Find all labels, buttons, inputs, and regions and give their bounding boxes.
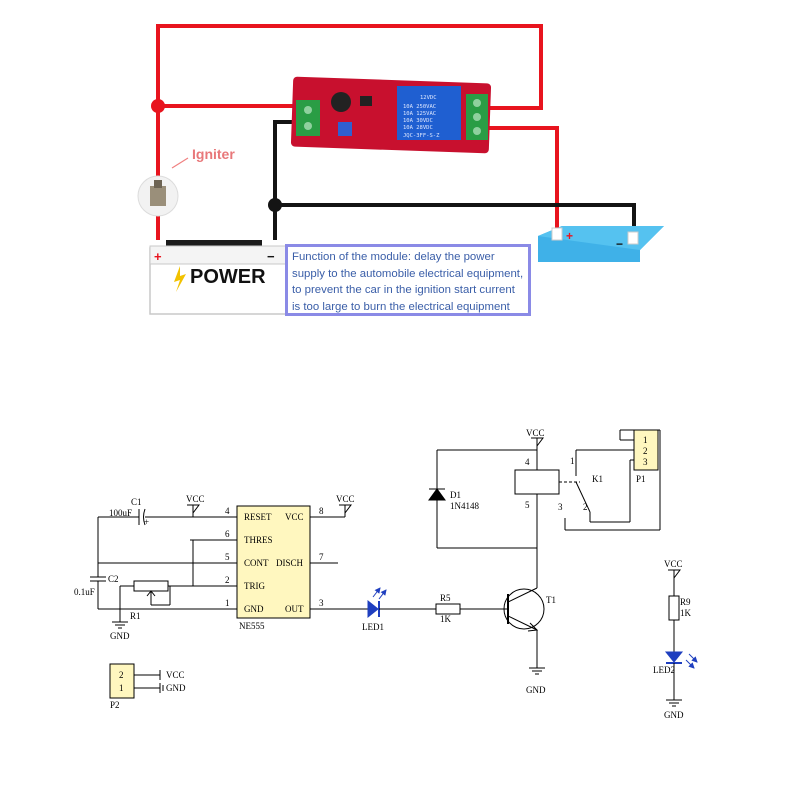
schematic-section xyxy=(90,429,698,707)
c1-ref: C1 xyxy=(131,497,142,507)
p2-connector xyxy=(109,663,135,699)
potentiometer xyxy=(338,122,352,136)
red-wires xyxy=(156,24,559,240)
relay-minus-sign: − xyxy=(616,237,623,251)
led2-label: LED2 xyxy=(653,665,675,675)
r5-ref: R5 xyxy=(440,593,451,603)
relay-text-1: 12VDC xyxy=(420,95,437,101)
ne555-num-3: 3 xyxy=(319,598,324,608)
ne555-num-2: 2 xyxy=(225,575,230,585)
timer-chip xyxy=(360,96,372,106)
battery-plus-sign: + xyxy=(154,249,162,264)
ne555-chip xyxy=(236,505,311,619)
gnd-label-2: GND xyxy=(526,685,546,695)
p1-pin-3: 3 xyxy=(643,457,648,467)
battery-label: POWER xyxy=(190,266,266,288)
ne555-name: NE555 xyxy=(239,621,265,631)
c1-value: 100uF xyxy=(109,508,132,518)
k1-pin-2: 2 xyxy=(583,502,588,512)
black-junction-dot xyxy=(268,198,282,212)
ne555-num-4: 4 xyxy=(225,506,230,516)
p2-vcc-label: VCC xyxy=(166,670,185,680)
relay-text-3: 10A 125VAC xyxy=(403,111,436,117)
p2-gnd-label: GND xyxy=(166,683,186,693)
vcc-label-4: VCC xyxy=(664,559,683,569)
ne555-pin-thres: THRES xyxy=(244,535,273,545)
relay-plus-sign: + xyxy=(566,229,573,243)
electrolytic-capacitor xyxy=(331,92,351,112)
lightning-icon xyxy=(174,266,186,292)
ne555-pin-out: OUT xyxy=(285,604,304,614)
led1-label: LED1 xyxy=(362,622,384,632)
delay-relay-module: 12VDC 10A 250VAC 10A 125VAC 10A 30VDC 10… xyxy=(290,76,492,154)
ne555-pin-disch: DISCH xyxy=(276,558,304,568)
ne555-num-7: 7 xyxy=(319,552,324,562)
battery-minus-sign: − xyxy=(267,249,275,264)
k1-pin-3: 3 xyxy=(558,502,563,512)
automobile-relay: + − Automobile relay xyxy=(538,226,664,277)
igniter-label: Igniter xyxy=(192,146,235,162)
vcc-label-1: VCC xyxy=(186,494,205,504)
battery: + − POWER xyxy=(149,240,287,315)
t1-label: T1 xyxy=(546,595,556,605)
relay-text-5: 10A 28VDC xyxy=(403,125,433,131)
relay-label: Automobile relay xyxy=(541,266,629,277)
k1-ref: K1 xyxy=(592,474,603,484)
p1-ref: P1 xyxy=(636,474,646,484)
ne555-num-5: 5 xyxy=(225,552,230,562)
c1-polarity: + xyxy=(144,517,149,527)
ne555-num-8: 8 xyxy=(319,506,324,516)
p2-ref: P2 xyxy=(110,700,120,710)
ne555-pin-trig: TRIG xyxy=(244,581,265,591)
ne555-pin-vcc: VCC xyxy=(285,512,304,522)
d1-ref: D1 xyxy=(450,490,461,500)
d1-value: 1N4148 xyxy=(450,501,479,511)
ne555-num-1: 1 xyxy=(225,598,230,608)
relay-text-4: 10A 30VDC xyxy=(403,118,433,124)
k1-pin-1: 1 xyxy=(570,456,575,466)
module-function-note: Function of the module: delay the power … xyxy=(285,244,531,316)
igniter: Igniter xyxy=(137,146,235,217)
red-junction-dot xyxy=(151,99,165,113)
r5-value: 1K xyxy=(440,614,452,624)
k1-pin-4: 4 xyxy=(525,457,530,467)
ne555-pin-gnd: GND xyxy=(244,604,264,614)
c2-value: 0.1uF xyxy=(74,587,95,597)
ne555-pin-cont: CONT xyxy=(244,558,269,568)
p1-pin-2: 2 xyxy=(643,446,648,456)
k1-pin-5: 5 xyxy=(525,500,530,510)
vcc-label-3: VCC xyxy=(526,428,545,438)
wiring-section: 12VDC 10A 250VAC 10A 125VAC 10A 30VDC 10… xyxy=(137,24,664,315)
relay-text-2: 10A 250VAC xyxy=(403,104,436,110)
relay-text-6: JQC-3FF-S-Z xyxy=(403,133,440,139)
input-terminal-block xyxy=(296,100,320,136)
p2-pin-2: 2 xyxy=(119,670,124,680)
r1-ref: R1 xyxy=(130,611,141,621)
r9-ref: R9 xyxy=(680,597,691,607)
gnd-label-3: GND xyxy=(664,710,684,720)
p2-pin-1: 1 xyxy=(119,683,124,693)
ne555-num-6: 6 xyxy=(225,529,230,539)
relay-cube xyxy=(397,86,461,140)
ne555-pin-reset: RESET xyxy=(244,512,272,522)
p1-pin-1: 1 xyxy=(643,435,648,445)
c2-ref: C2 xyxy=(108,574,119,584)
gnd-label-1: GND xyxy=(110,631,130,641)
r9-value: 1K xyxy=(680,608,692,618)
p1-connector xyxy=(633,429,659,471)
vcc-label-2: VCC xyxy=(336,494,355,504)
